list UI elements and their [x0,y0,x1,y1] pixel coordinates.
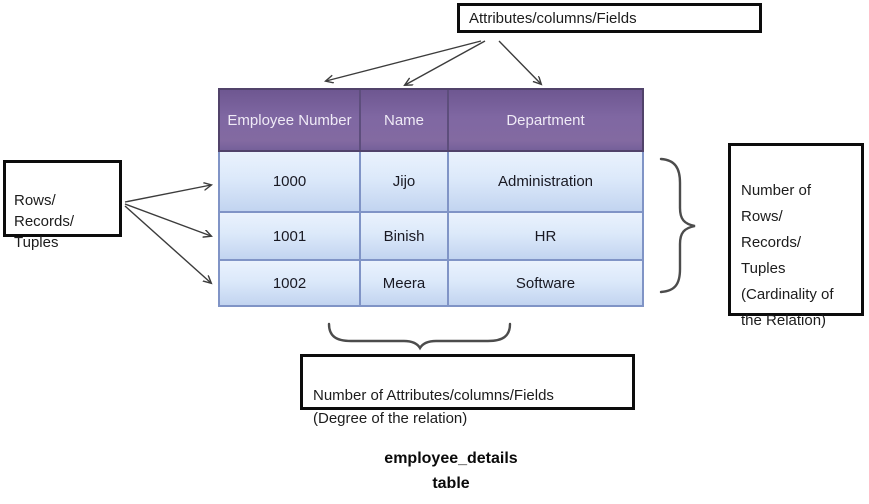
column-header-department: Department [506,111,585,129]
cell-department: HR [449,213,642,259]
cell-name: Binish [361,213,449,259]
rows-label: Rows/ Records/ Tuples [14,192,75,251]
cell-employee-number: 1002 [220,261,361,305]
table-caption: employee_details table [384,450,518,492]
rows-label-box: Rows/ Records/ Tuples [3,160,122,251]
cell-department: Software [449,261,642,305]
column-header-employee-number: Employee Number [220,90,361,150]
top-arrows [326,40,541,85]
degree-label: Number of Attributes/columns/Fields (Deg… [313,387,554,427]
employee-details-table: Employee Number Name Department 1000 Jij… [218,88,644,307]
bottom-curly-brace [327,322,512,351]
cell-employee-number: 1000 [220,152,361,211]
table-row: 1002 Meera Software [218,261,644,307]
column-header-name: Name [361,90,449,150]
cardinality-label-box: Number of Rows/ Records/ Tuples (Cardina… [728,143,864,329]
right-curly-brace [659,157,696,294]
cell-department: Administration [449,152,642,211]
left-arrows [124,185,211,283]
degree-label-box: Number of Attributes/columns/Fields (Deg… [300,354,635,427]
table-header-row: Employee Number Name Department [218,88,644,152]
attributes-label: Attributes/columns/Fields [469,9,637,27]
cardinality-label: Number of Rows/ Records/ Tuples (Cardina… [741,182,834,329]
cell-employee-number: 1001 [220,213,361,259]
table-row: 1001 Binish HR [218,213,644,261]
table-row: 1000 Jijo Administration [218,152,644,213]
attributes-label-box: Attributes/columns/Fields [457,3,762,33]
cell-name: Jijo [361,152,449,211]
cell-name: Meera [361,261,449,305]
